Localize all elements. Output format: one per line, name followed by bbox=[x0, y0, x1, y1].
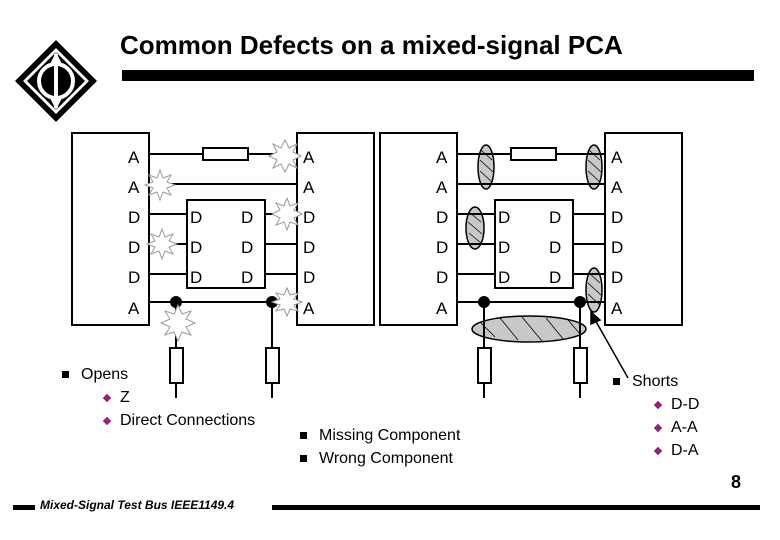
right-circuit-chip2-pin: D bbox=[611, 268, 623, 287]
footer-text: Mixed-Signal Test Bus IEEE1149.4 bbox=[40, 498, 235, 512]
right-circuit-chip1-pin: D bbox=[436, 208, 448, 227]
open-marker-3 bbox=[270, 196, 304, 232]
diamond-bullet-icon bbox=[653, 400, 663, 409]
shorts-heading: Shorts bbox=[632, 373, 679, 390]
left-circuit-chip2-pin: A bbox=[303, 148, 315, 167]
left-circuit-mid-right-pin: D bbox=[241, 208, 253, 227]
left-circuit-chip1-pin: A bbox=[128, 148, 140, 167]
right-circuit-mid-left-pin: D bbox=[498, 268, 510, 287]
right-circuit bbox=[379, 132, 683, 398]
left-circuit-chip1-pin: D bbox=[128, 208, 140, 227]
right-node-1 bbox=[478, 296, 490, 308]
left-circuit-mid-right-pin: D bbox=[241, 268, 253, 287]
left-circuit-chip2-pin: D bbox=[303, 208, 315, 227]
open-marker-6 bbox=[159, 303, 197, 343]
left-circuit-mid-left-pin: D bbox=[190, 208, 202, 227]
open-marker-5 bbox=[270, 286, 304, 318]
left-circuit bbox=[71, 132, 375, 398]
left-circuit-chip2-pin: D bbox=[303, 268, 315, 287]
opens-list: Opens Z Direct Connections bbox=[62, 363, 255, 432]
right-circuit-chip1-pin: D bbox=[436, 268, 448, 287]
diamond-bullet-icon bbox=[102, 416, 112, 425]
left-circuit-chip2-pin: D bbox=[303, 238, 315, 257]
left-circuit-chip1-pin: D bbox=[128, 268, 140, 287]
left-chip-2 bbox=[296, 132, 375, 326]
open-defect-markers bbox=[143, 138, 304, 343]
right-chip-1 bbox=[379, 132, 458, 326]
left-circuit-mid-right-pin: D bbox=[241, 238, 253, 257]
left-node-1 bbox=[170, 296, 182, 308]
right-circuit-chip2-pin: D bbox=[611, 208, 623, 227]
right-shunt-resistor-1 bbox=[477, 347, 492, 384]
shorts-list: Shorts D-D A-A D-A bbox=[613, 370, 699, 462]
right-circuit-mid-right-pin: D bbox=[549, 268, 561, 287]
right-circuit-chip1-pin: A bbox=[436, 148, 448, 167]
right-circuit-chip2-pin: A bbox=[611, 299, 623, 318]
ieee-logo-icon bbox=[15, 40, 97, 122]
right-circuit-mid-right-pin: D bbox=[549, 238, 561, 257]
left-chip-1 bbox=[71, 132, 150, 326]
right-circuit-chip2-pin: D bbox=[611, 238, 623, 257]
left-circuit-chip1-pin: A bbox=[128, 299, 140, 318]
shorts-item-dd: D-D bbox=[671, 396, 700, 413]
opens-heading: Opens bbox=[81, 366, 129, 383]
bullet-icon bbox=[300, 455, 307, 462]
shorts-item-aa: A-A bbox=[671, 419, 698, 436]
left-series-resistor bbox=[202, 147, 249, 161]
right-circuit-chip2-pin: A bbox=[611, 148, 623, 167]
short-marker-5 bbox=[471, 315, 587, 343]
left-circuit-chip1-pin: A bbox=[128, 178, 140, 197]
left-circuit-mid-left-pin: D bbox=[190, 238, 202, 257]
bullet-icon bbox=[613, 378, 620, 385]
short-marker-2 bbox=[585, 144, 603, 190]
right-chip-2 bbox=[604, 132, 683, 326]
footer-bar-left bbox=[13, 505, 35, 510]
right-circuit-chip2-pin: A bbox=[611, 178, 623, 197]
bullet-icon bbox=[62, 371, 69, 378]
right-circuit-chip1-pin: D bbox=[436, 238, 448, 257]
shorts-item-da: D-A bbox=[671, 442, 699, 459]
left-circuit-chip2-pin: A bbox=[303, 299, 315, 318]
short-marker-1 bbox=[477, 144, 495, 190]
right-circuit-mid-right-pin: D bbox=[549, 208, 561, 227]
left-circuit-chip2-pin: A bbox=[303, 178, 315, 197]
right-series-resistor bbox=[510, 147, 557, 161]
missing-item-2: Wrong Component bbox=[319, 450, 453, 467]
right-circuit-chip1-pin: A bbox=[436, 299, 448, 318]
title-bar bbox=[122, 70, 754, 81]
right-circuit-mid-left-pin: D bbox=[498, 208, 510, 227]
shorts-pointer-arrow bbox=[590, 310, 629, 379]
open-marker-4 bbox=[145, 227, 179, 261]
footer-bar-right bbox=[272, 505, 760, 510]
open-marker-2 bbox=[143, 168, 177, 202]
slide-title: Common Defects on a mixed-signal PCA bbox=[120, 30, 623, 60]
open-marker-1 bbox=[267, 138, 303, 174]
diamond-bullet-icon bbox=[102, 393, 112, 402]
right-circuit-mid-left-pin: D bbox=[498, 238, 510, 257]
right-shunt-resistor-2 bbox=[573, 347, 588, 384]
left-shunt-resistor-2 bbox=[265, 347, 280, 384]
left-circuit-chip1-pin: D bbox=[128, 238, 140, 257]
diamond-bullet-icon bbox=[653, 446, 663, 455]
bullet-icon bbox=[300, 432, 307, 439]
missing-item-1: Missing Component bbox=[319, 427, 461, 444]
diamond-bullet-icon bbox=[653, 423, 663, 432]
right-circuit-chip1-pin: A bbox=[436, 178, 448, 197]
opens-item-direct: Direct Connections bbox=[120, 412, 256, 429]
shorts-hatch bbox=[467, 149, 602, 342]
missing-list: Missing Component Wrong Component bbox=[300, 424, 460, 470]
right-node-2 bbox=[574, 296, 586, 308]
page-number: 8 bbox=[731, 472, 742, 492]
short-defect-markers bbox=[465, 144, 603, 343]
left-circuit-mid-left-pin: D bbox=[190, 268, 202, 287]
opens-item-z: Z bbox=[120, 389, 130, 406]
